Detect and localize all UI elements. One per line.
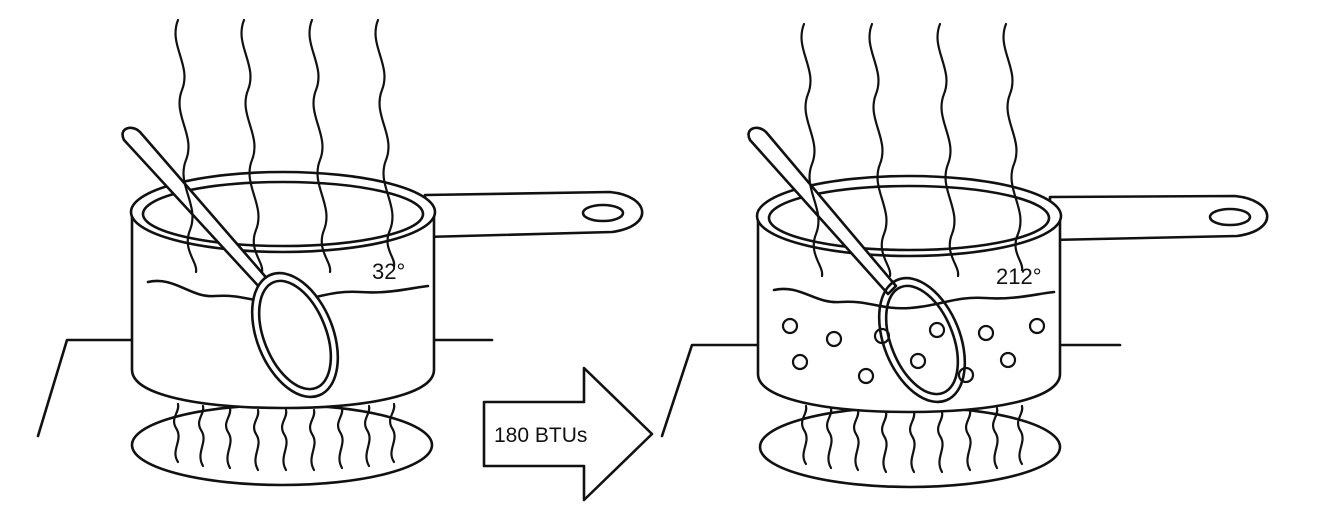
- left-spoon: [121, 126, 340, 399]
- left-scene: 32°: [36, 18, 644, 487]
- arrow-shape: [482, 366, 654, 502]
- left-temperature-label: 32°: [372, 259, 405, 284]
- left-flames-icon: [172, 402, 396, 472]
- right-handle-hole: [1208, 207, 1252, 227]
- right-flames-icon: [800, 404, 1024, 474]
- arrow-label: 180 BTUs: [494, 424, 587, 447]
- right-scene: 212°: [660, 22, 1269, 489]
- right-pot-rim: [755, 174, 1063, 258]
- left-steam-icon: [174, 18, 396, 274]
- left-stove-outline: [36, 338, 494, 438]
- right-stove-outline: [660, 343, 1122, 438]
- left-handle-hole: [581, 203, 625, 223]
- right-temperature-label: 212°: [996, 264, 1042, 289]
- left-pot-handle: [423, 190, 644, 239]
- right-steam-icon: [800, 22, 1024, 278]
- right-water-line: [772, 287, 1056, 310]
- right-pot-handle: [1048, 194, 1269, 242]
- right-pot-body: [756, 214, 1062, 414]
- heat-transfer-arrow: 180 BTUs: [482, 366, 654, 502]
- right-spoon: [747, 126, 967, 404]
- right-pot-rim-inner: [767, 184, 1051, 252]
- left-pot-rim-inner: [141, 180, 425, 248]
